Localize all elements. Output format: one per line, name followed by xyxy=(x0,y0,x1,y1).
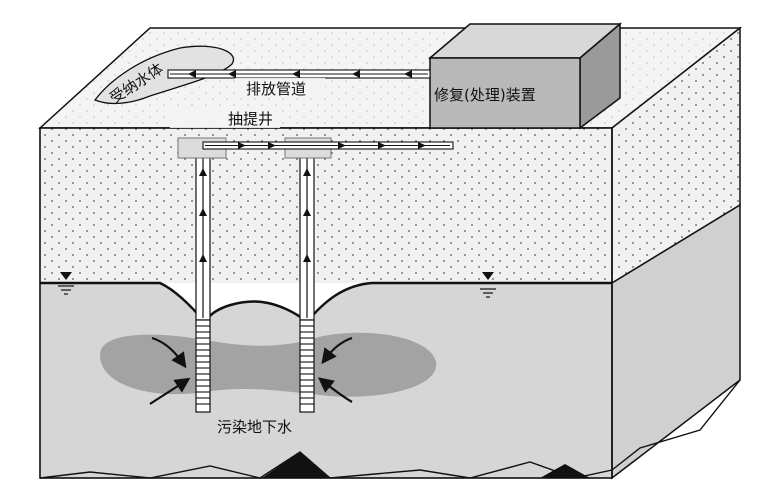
water-table-symbol-right xyxy=(480,272,496,298)
ragged-bottom xyxy=(39,379,741,479)
treatment-unit xyxy=(427,22,623,130)
contaminated-groundwater-label: 污染地下水 xyxy=(217,418,292,436)
discharge-pipe-label: 排放管道 xyxy=(246,80,306,98)
water-table-symbol-left xyxy=(58,272,74,295)
extraction-well-label: 抽提井 xyxy=(228,110,273,128)
treatment-unit-label: 修复(处理)装置 xyxy=(434,86,536,104)
receiving-water-body xyxy=(93,45,235,105)
extraction-well-right xyxy=(299,147,315,413)
water-table-line xyxy=(40,281,612,325)
extraction-well-left xyxy=(195,147,211,413)
flow-arrows xyxy=(149,336,353,405)
collection-pipe xyxy=(202,141,454,150)
discharge-pipe xyxy=(167,69,431,79)
